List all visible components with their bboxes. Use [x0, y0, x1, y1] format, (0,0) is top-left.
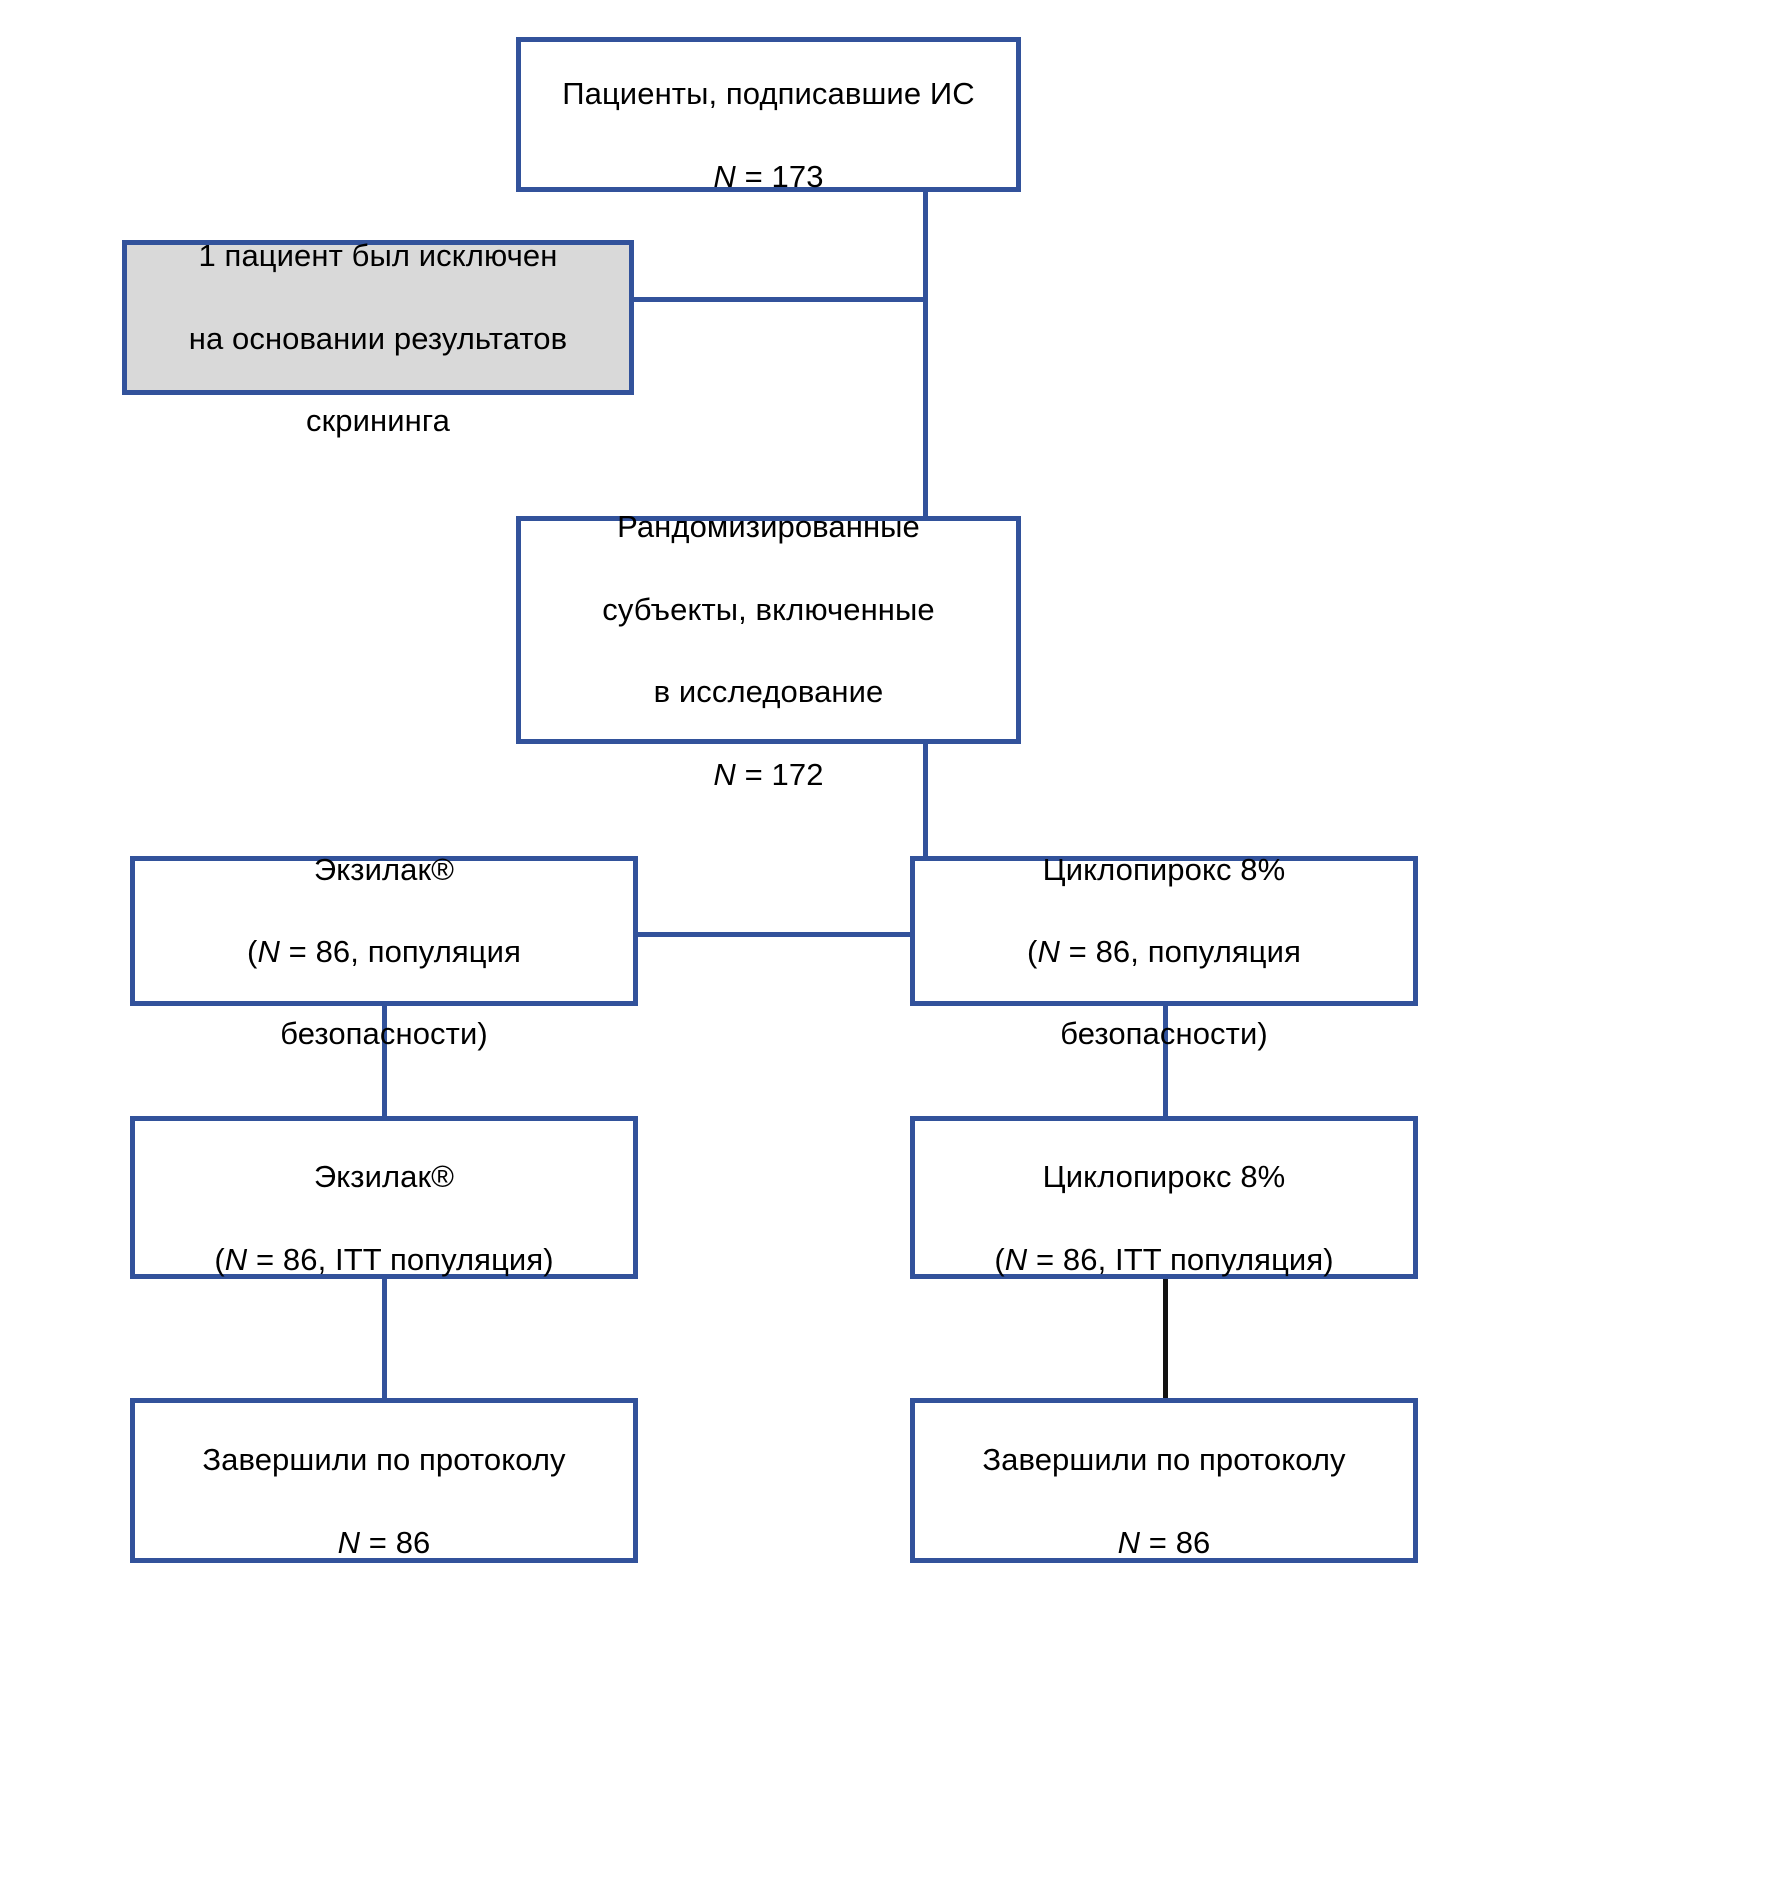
ciclopirox-itt-n-value: = 86, ITT популяция)	[1027, 1241, 1334, 1277]
exilac-itt-text: Экзилак® (N = 86, ITT популяция)	[200, 1115, 567, 1280]
ciclopirox-completed-box: Завершили по протоколу N = 86	[910, 1398, 1418, 1563]
exilac-completed-line-1: Завершили по протоколу	[202, 1442, 566, 1478]
exilac-safety-text: Экзилак® (N = 86, популяция безопасности…	[233, 807, 535, 1054]
ciclopirox-safety-box: Циклопирокс 8% (N = 86, популяция безопа…	[910, 852, 1418, 1051]
enrolled-n-symbol: N	[713, 158, 736, 194]
randomized-line-3: в исследование	[653, 674, 884, 710]
excluded-line-1: 1 пациент был исключен	[198, 238, 558, 274]
enrolled-n-value: = 173	[735, 158, 824, 194]
randomized-box: Рандомизированные субъекты, включенные в…	[516, 509, 1021, 792]
ciclopirox-safety-paren: (	[1027, 934, 1038, 969]
exilac-safety-n-symbol: N	[257, 934, 280, 969]
connector-right-safety-to-itt	[1163, 1006, 1168, 1116]
ciclopirox-itt-n-symbol: N	[1004, 1241, 1028, 1277]
ciclopirox-completed-text: Завершили по протоколу N = 86	[968, 1398, 1359, 1563]
randomized-box-text: Рандомизированные субъекты, включенные в…	[588, 465, 949, 795]
randomized-n-value: = 172	[735, 756, 824, 792]
randomized-n-symbol: N	[713, 756, 736, 792]
connector-randomized-down	[923, 744, 928, 935]
connector-trunk-to-excluded	[631, 297, 926, 302]
exilac-completed-n-value: = 86	[360, 1524, 431, 1560]
connector-split-bar	[637, 932, 1115, 937]
enrolled-box: Пациенты, подписавшие ИС N = 173	[516, 37, 1021, 194]
excluded-line-3: скрининга	[306, 402, 450, 438]
exilac-itt-box: Экзилак® (N = 86, ITT популяция)	[130, 1116, 638, 1279]
exilac-safety-box: Экзилак® (N = 86, популяция безопасности…	[130, 852, 638, 1051]
randomized-line-2: субъекты, включенные	[602, 591, 935, 627]
ciclopirox-itt-line-1: Циклопирокс 8%	[1042, 1159, 1286, 1195]
exilac-safety-line-3: безопасности)	[280, 1016, 488, 1052]
exilac-itt-n-value: = 86, ITT популяция)	[247, 1241, 554, 1277]
ciclopirox-itt-paren: (	[994, 1241, 1005, 1277]
ciclopirox-completed-n-value: = 86	[1140, 1524, 1211, 1560]
randomized-line-1: Рандомизированные	[617, 509, 920, 545]
connector-left-itt-to-completed	[382, 1279, 387, 1398]
excluded-box-text: 1 пациент был исключен на основании резу…	[175, 194, 581, 441]
exilac-safety-paren: (	[247, 934, 258, 969]
ciclopirox-safety-line-1: Циклопирокс 8%	[1042, 851, 1286, 887]
exilac-completed-n-symbol: N	[337, 1524, 361, 1560]
exilac-itt-line-1: Экзилак®	[313, 1159, 455, 1195]
exilac-safety-n-value: = 86, популяция	[279, 934, 521, 969]
ciclopirox-safety-text: Циклопирокс 8% (N = 86, популяция безопа…	[1013, 807, 1315, 1054]
connector-enrolled-to-randomized	[923, 190, 928, 620]
ciclopirox-safety-line-3: безопасности)	[1060, 1016, 1268, 1052]
ciclopirox-completed-line-1: Завершили по протоколу	[982, 1442, 1346, 1478]
excluded-line-2: на основании результатов	[188, 320, 568, 356]
enrolled-line-1: Пациенты, подписавшие ИС	[562, 76, 975, 112]
ciclopirox-itt-text: Циклопирокс 8% (N = 86, ITT популяция)	[980, 1115, 1347, 1280]
ciclopirox-completed-n-symbol: N	[1117, 1524, 1141, 1560]
enrolled-box-text: Пациенты, подписавшие ИС N = 173	[548, 32, 989, 197]
ciclopirox-safety-n-value: = 86, популяция	[1059, 934, 1301, 969]
connector-right-itt-to-completed	[1163, 1279, 1168, 1398]
exilac-itt-paren: (	[214, 1241, 225, 1277]
excluded-box: 1 пациент был исключен на основании резу…	[122, 238, 634, 438]
exilac-safety-line-1: Экзилак®	[313, 851, 455, 887]
exilac-itt-n-symbol: N	[224, 1241, 248, 1277]
ciclopirox-itt-box: Циклопирокс 8% (N = 86, ITT популяция)	[910, 1116, 1418, 1279]
exilac-completed-box: Завершили по протоколу N = 86	[130, 1398, 638, 1563]
exilac-completed-text: Завершили по протоколу N = 86	[188, 1398, 579, 1563]
ciclopirox-safety-n-symbol: N	[1037, 934, 1060, 969]
connector-left-safety-to-itt	[382, 1006, 387, 1116]
